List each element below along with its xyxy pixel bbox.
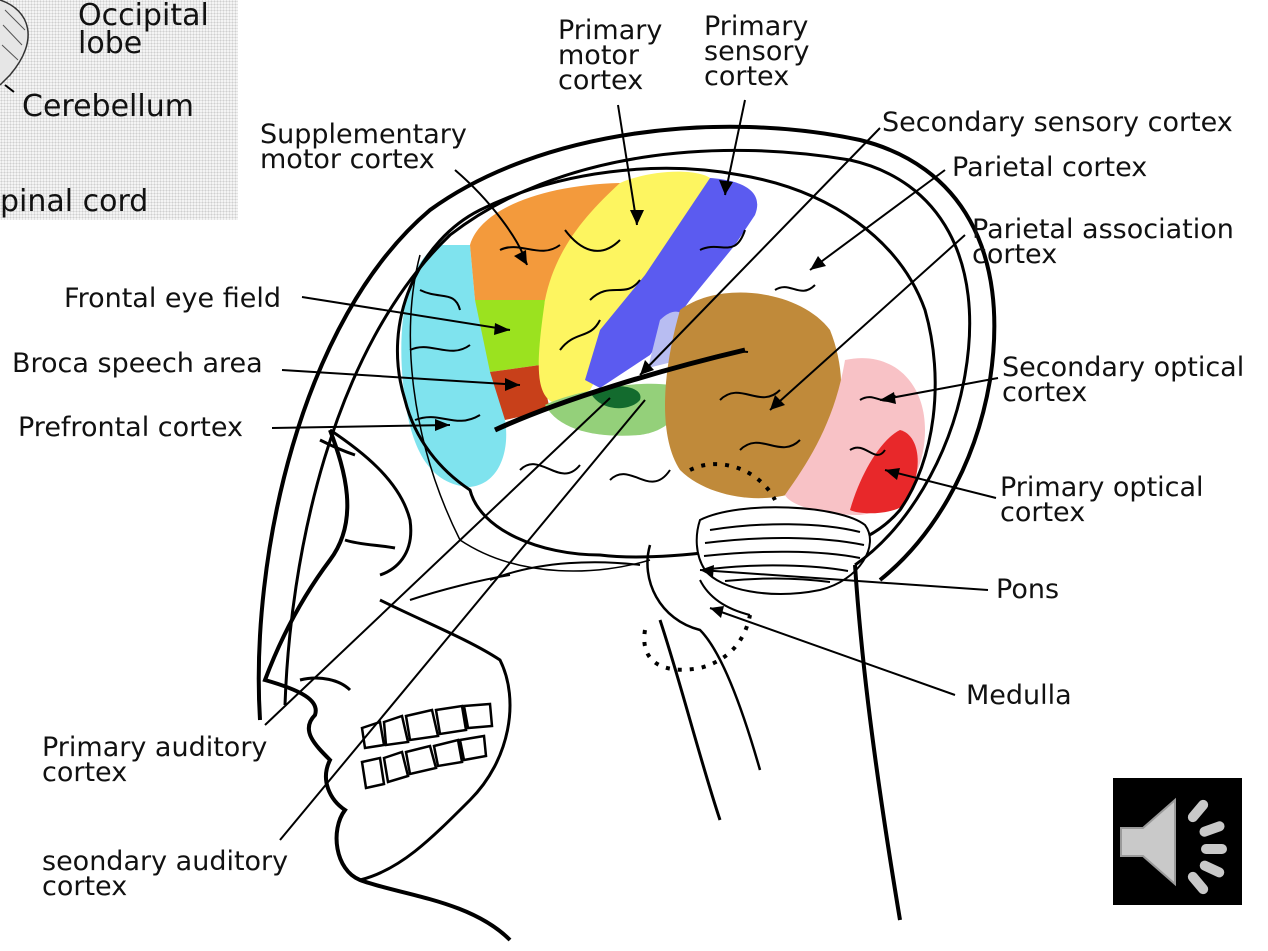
label-frontal-eye-field: Frontal eye field	[64, 286, 281, 311]
label-secondary-optical-cortex: Secondary optical cortex	[1002, 355, 1244, 405]
label-secondary-sensory-cortex: Secondary sensory cortex	[882, 110, 1233, 135]
label-pons: Pons	[996, 577, 1059, 602]
speaker-volume-icon	[1113, 778, 1242, 905]
label-primary-auditory-cortex: Primary auditory cortex	[42, 735, 267, 785]
label-primary-motor-cortex: Primary motor cortex	[558, 18, 662, 93]
label-medulla: Medulla	[966, 683, 1072, 708]
label-secondary-auditory-cortex: seondary auditory cortex	[42, 849, 288, 899]
label-primary-optical-cortex: Primary optical cortex	[1000, 475, 1204, 525]
label-prefrontal-cortex: Prefrontal cortex	[18, 415, 243, 440]
label-primary-sensory-cortex: Primary sensory cortex	[704, 14, 809, 89]
label-supplementary-motor-cortex: Supplementary motor cortex	[260, 122, 467, 172]
label-parietal-cortex: Parietal cortex	[952, 155, 1147, 180]
label-broca-speech-area: Broca speech area	[12, 351, 263, 376]
audio-button[interactable]	[1113, 778, 1242, 905]
label-parietal-association-cortex: Parietal association cortex	[972, 217, 1234, 267]
